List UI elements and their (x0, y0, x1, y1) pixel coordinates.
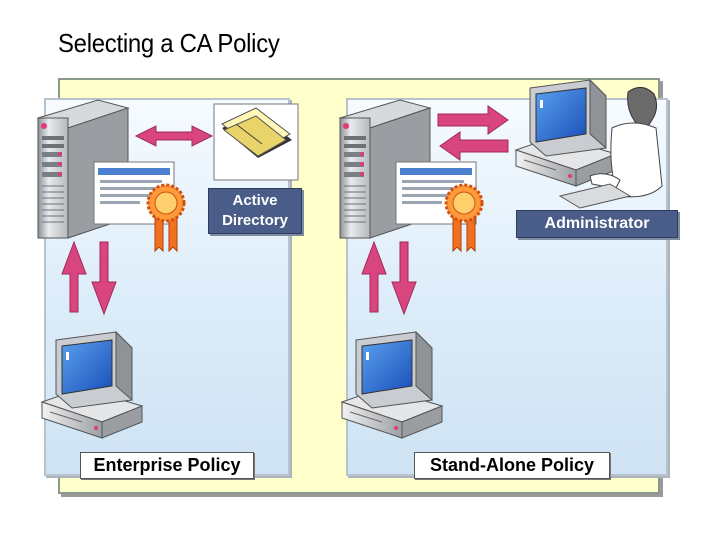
enterprise-double-arrow-horizontal (134, 125, 214, 147)
administrator-person-icon (558, 87, 663, 209)
enterprise-updown-arrows (61, 241, 117, 315)
standalone-client-pc (341, 331, 443, 439)
active-directory-book-icon (213, 103, 299, 181)
administrator-pc (515, 79, 617, 187)
active-directory-label-line2: Directory (222, 212, 288, 229)
enterprise-client-pc (41, 331, 143, 439)
active-directory-label-line1: Active (232, 192, 278, 209)
active-directory-label: Active Directory (208, 188, 302, 234)
slide-title: Selecting a CA Policy (58, 28, 280, 58)
standalone-updown-arrows (361, 241, 417, 315)
administrator-label: Administrator (516, 210, 678, 238)
standalone-policy-label: Stand-Alone Policy (414, 452, 610, 479)
enterprise-policy-label: Enterprise Policy (80, 452, 254, 479)
standalone-arrow-left (439, 131, 509, 161)
standalone-arrow-right (437, 105, 509, 135)
